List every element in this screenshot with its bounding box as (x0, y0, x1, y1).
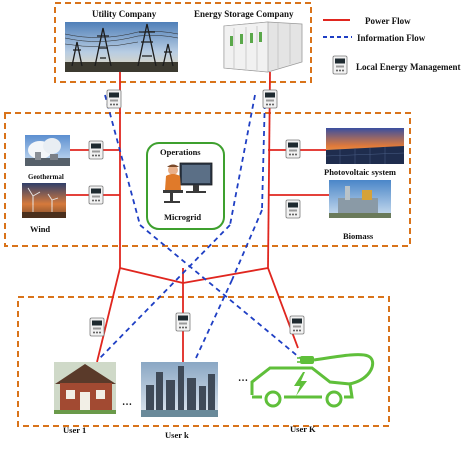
utility-company-image (64, 22, 179, 72)
charging-plug-icon (297, 356, 314, 364)
ellipsis-1: … (122, 397, 132, 408)
wind-label: Wind (30, 224, 50, 234)
biomass-label: Biomass (343, 231, 374, 241)
city-image (141, 362, 218, 417)
lightning-bolt-icon (294, 372, 307, 396)
photovoltaic-image (325, 128, 405, 164)
house-image (54, 362, 116, 414)
user-k-label: User k (165, 430, 189, 440)
geothermal-label: Geothermal (28, 173, 64, 181)
geothermal-image (25, 135, 70, 166)
legend-local-energy-management-label: Local Energy Management (356, 62, 460, 72)
biomass-image (329, 180, 391, 218)
meter-icon-wind (88, 185, 104, 205)
top-group-box (54, 2, 312, 83)
middle-group-box (4, 112, 411, 247)
microgrid-label: Microgrid (164, 212, 201, 222)
legend-meter-icon (332, 55, 348, 75)
information-flow-lines (99, 94, 301, 359)
meter-icon-geothermal (88, 140, 104, 160)
electric-vehicle-icon (250, 353, 374, 408)
meter-icon-storage (262, 89, 278, 109)
meter-icon-user-k (175, 312, 191, 332)
meter-icon-photovoltaic (285, 139, 301, 159)
photovoltaic-label: Photovoltaic system (324, 167, 396, 177)
meter-icon-biomass (285, 199, 301, 219)
meter-icon-user-1 (89, 317, 105, 337)
operator-computer-icon (163, 162, 213, 203)
user-K-label: User K (290, 424, 316, 434)
utility-company-label: Utility Company (92, 9, 157, 19)
meter-icon-utility (106, 89, 122, 109)
operations-label: Operations (160, 147, 201, 157)
energy-storage-company-label: Energy Storage Company (194, 9, 294, 19)
legend: Power Flow Information Flow Local Energy… (323, 16, 460, 75)
wind-image (22, 183, 66, 218)
meter-icon-user-K (289, 315, 305, 335)
user-1-label: User 1 (63, 425, 86, 435)
bottom-group-box (17, 296, 390, 427)
legend-information-label: Information Flow (357, 33, 426, 43)
legend-power-label: Power Flow (365, 16, 411, 26)
ellipsis-2: … (238, 373, 248, 384)
energy-storage-image (223, 21, 303, 73)
